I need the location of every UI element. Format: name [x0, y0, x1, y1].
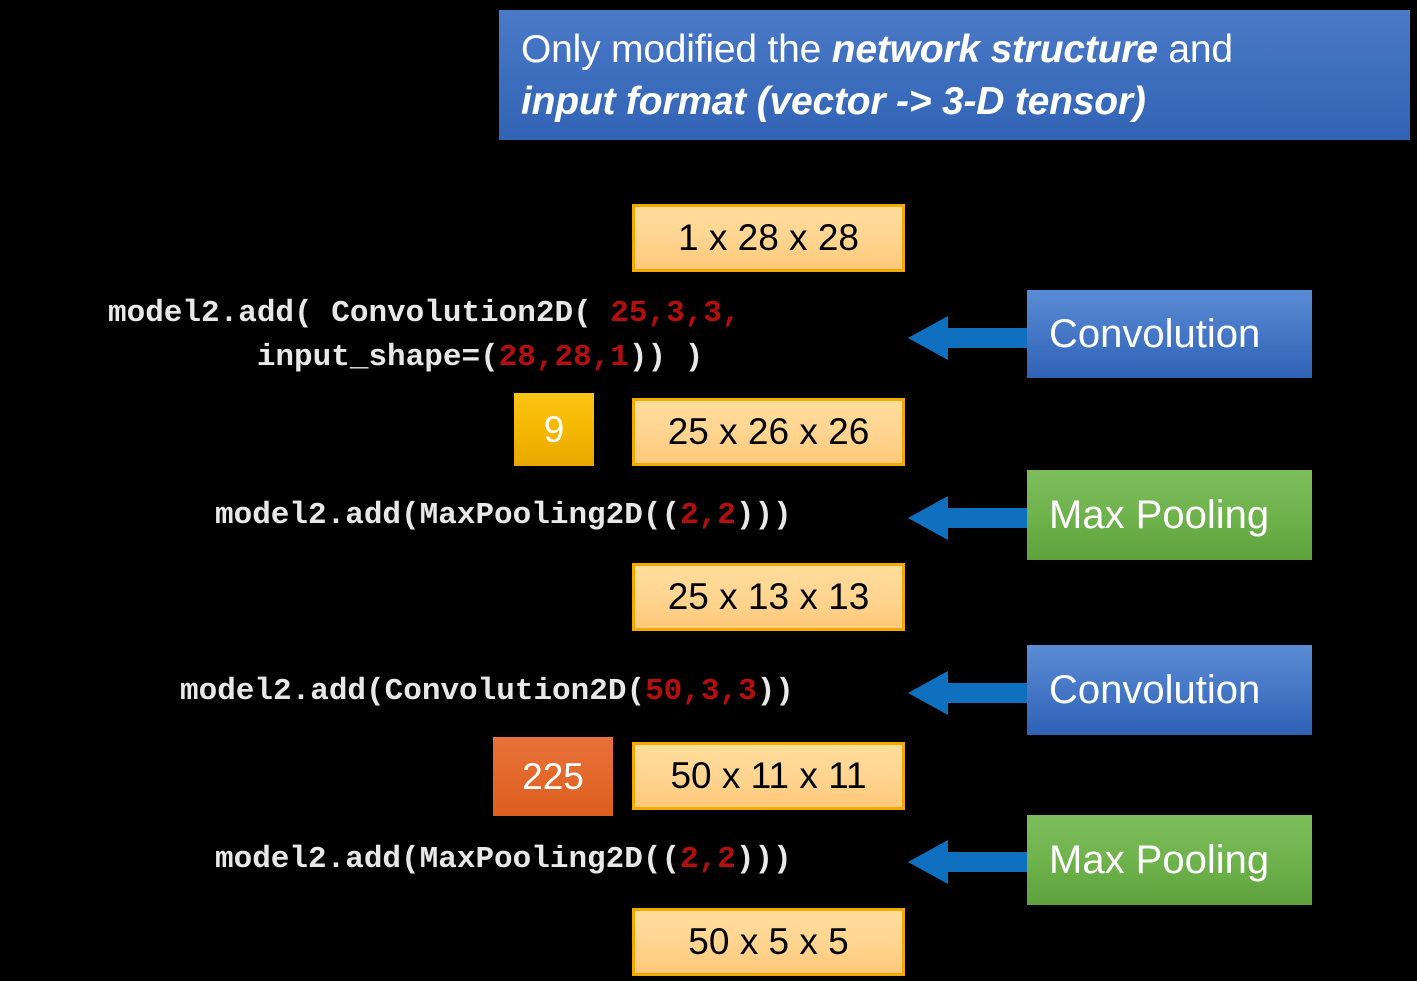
arrow-to-pool-2	[908, 840, 1028, 884]
arrow-to-conv-2	[908, 671, 1028, 715]
code-segment-comma: ,	[721, 296, 741, 331]
code-segment-plain: model2.add( Convolution2D(	[108, 296, 611, 331]
code-segment-tail: )))	[735, 498, 792, 533]
code-segment-number: 28,28,1	[498, 340, 629, 375]
header-line1-prefix: Only modified the	[521, 28, 832, 71]
header-line-2: input format (vector -> 3-D tensor)	[521, 80, 1146, 123]
header-line1-suffix: and	[1157, 28, 1233, 71]
shape-box-pool1-output: 25 x 13 x 13	[632, 563, 905, 631]
code-segment-tail: ))	[756, 674, 794, 709]
code-segment-tail: )))	[735, 842, 792, 877]
code-line-conv1-continuation: input_shape=(28,28,1)) )	[108, 336, 704, 380]
shape-box-input: 1 x 28 x 28	[632, 204, 905, 272]
arrow-to-conv-1	[908, 316, 1028, 360]
code-segment-paren: (	[480, 340, 499, 375]
code-segment-plain: model2.add(MaxPooling2D((	[215, 498, 681, 533]
shape-box-pool2-output: 50 x 5 x 5	[632, 908, 905, 976]
code-segment-plain: model2.add(Convolution2D(	[180, 674, 646, 709]
code-segment-number: 50,3,3	[645, 674, 757, 709]
param-box-conv2: 225	[493, 737, 613, 816]
header-line1-emphasis: network structure	[831, 28, 1158, 71]
code-segment-number: 2,2	[680, 842, 736, 877]
code-segment-tail: )) )	[628, 340, 704, 375]
code-segment-number: 2,2	[680, 498, 736, 533]
shape-box-conv1-output: 25 x 26 x 26	[632, 398, 905, 466]
code-segment-plain: model2.add(MaxPooling2D((	[215, 842, 681, 877]
op-box-max-pooling-1[interactable]: Max Pooling	[1027, 470, 1312, 560]
code-line-conv1: model2.add( Convolution2D( 25,3,3,	[108, 292, 741, 336]
shape-box-conv2-output: 50 x 11 x 11	[632, 742, 905, 810]
arrow-to-pool-1	[908, 496, 1028, 540]
header-line-1: Only modified the network structure and	[521, 24, 1390, 76]
code-line-conv2: model2.add(Convolution2D(50,3,3))	[180, 670, 794, 714]
header-callout-banner: Only modified the network structure and …	[499, 10, 1410, 140]
code-line-pool1: model2.add(MaxPooling2D((2,2)))	[215, 494, 792, 538]
code-segment-plain: input_shape=	[108, 340, 481, 375]
code-line-pool2: model2.add(MaxPooling2D((2,2)))	[215, 838, 792, 882]
op-box-max-pooling-2[interactable]: Max Pooling	[1027, 815, 1312, 905]
op-box-convolution-2[interactable]: Convolution	[1027, 645, 1312, 735]
code-segment-number: 25,3,3	[610, 296, 722, 331]
param-box-conv1: 9	[514, 393, 594, 466]
op-box-convolution-1[interactable]: Convolution	[1027, 290, 1312, 378]
